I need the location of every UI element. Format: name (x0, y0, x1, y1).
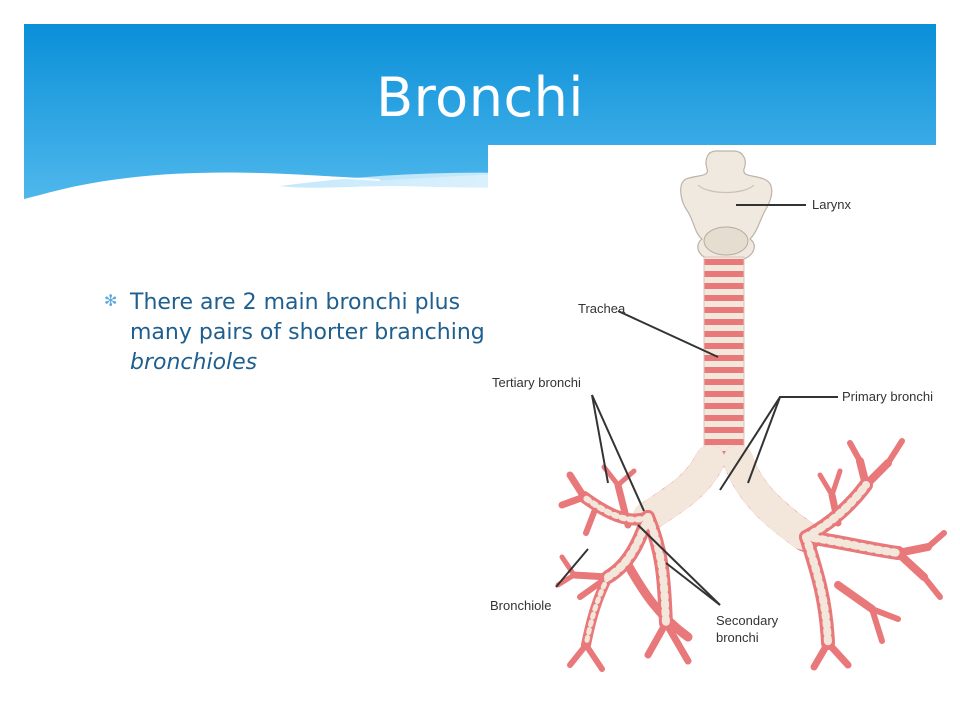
label-larynx: Larynx (812, 197, 852, 212)
bullet-text-italic: bronchioles (130, 350, 258, 375)
respiratory-tree-diagram: Larynx Trachea Tertiary bronchi Primary … (488, 145, 960, 685)
label-secondary-bronchi-line2: bronchi (716, 630, 759, 645)
bullet-list: ✻ There are 2 main bronchi plus many pai… (104, 288, 489, 378)
bullet-item: ✻ There are 2 main bronchi plus many pai… (104, 288, 489, 378)
bullet-text: There are 2 main bronchi plus many pairs… (130, 288, 489, 378)
bullet-text-main: There are 2 main bronchi plus many pairs… (130, 290, 485, 345)
label-secondary-bronchi-line1: Secondary (716, 613, 779, 628)
label-tertiary-bronchi: Tertiary bronchi (492, 375, 581, 390)
label-trachea: Trachea (578, 301, 626, 316)
label-bronchiole: Bronchiole (490, 598, 551, 613)
bronchi-tree (555, 438, 947, 672)
asterisk-bullet-icon: ✻ (104, 291, 118, 310)
trachea-shape (703, 256, 745, 468)
label-primary-bronchi: Primary bronchi (842, 389, 933, 404)
slide-title: Bronchi (376, 66, 584, 129)
label-leader-lines (555, 204, 838, 606)
